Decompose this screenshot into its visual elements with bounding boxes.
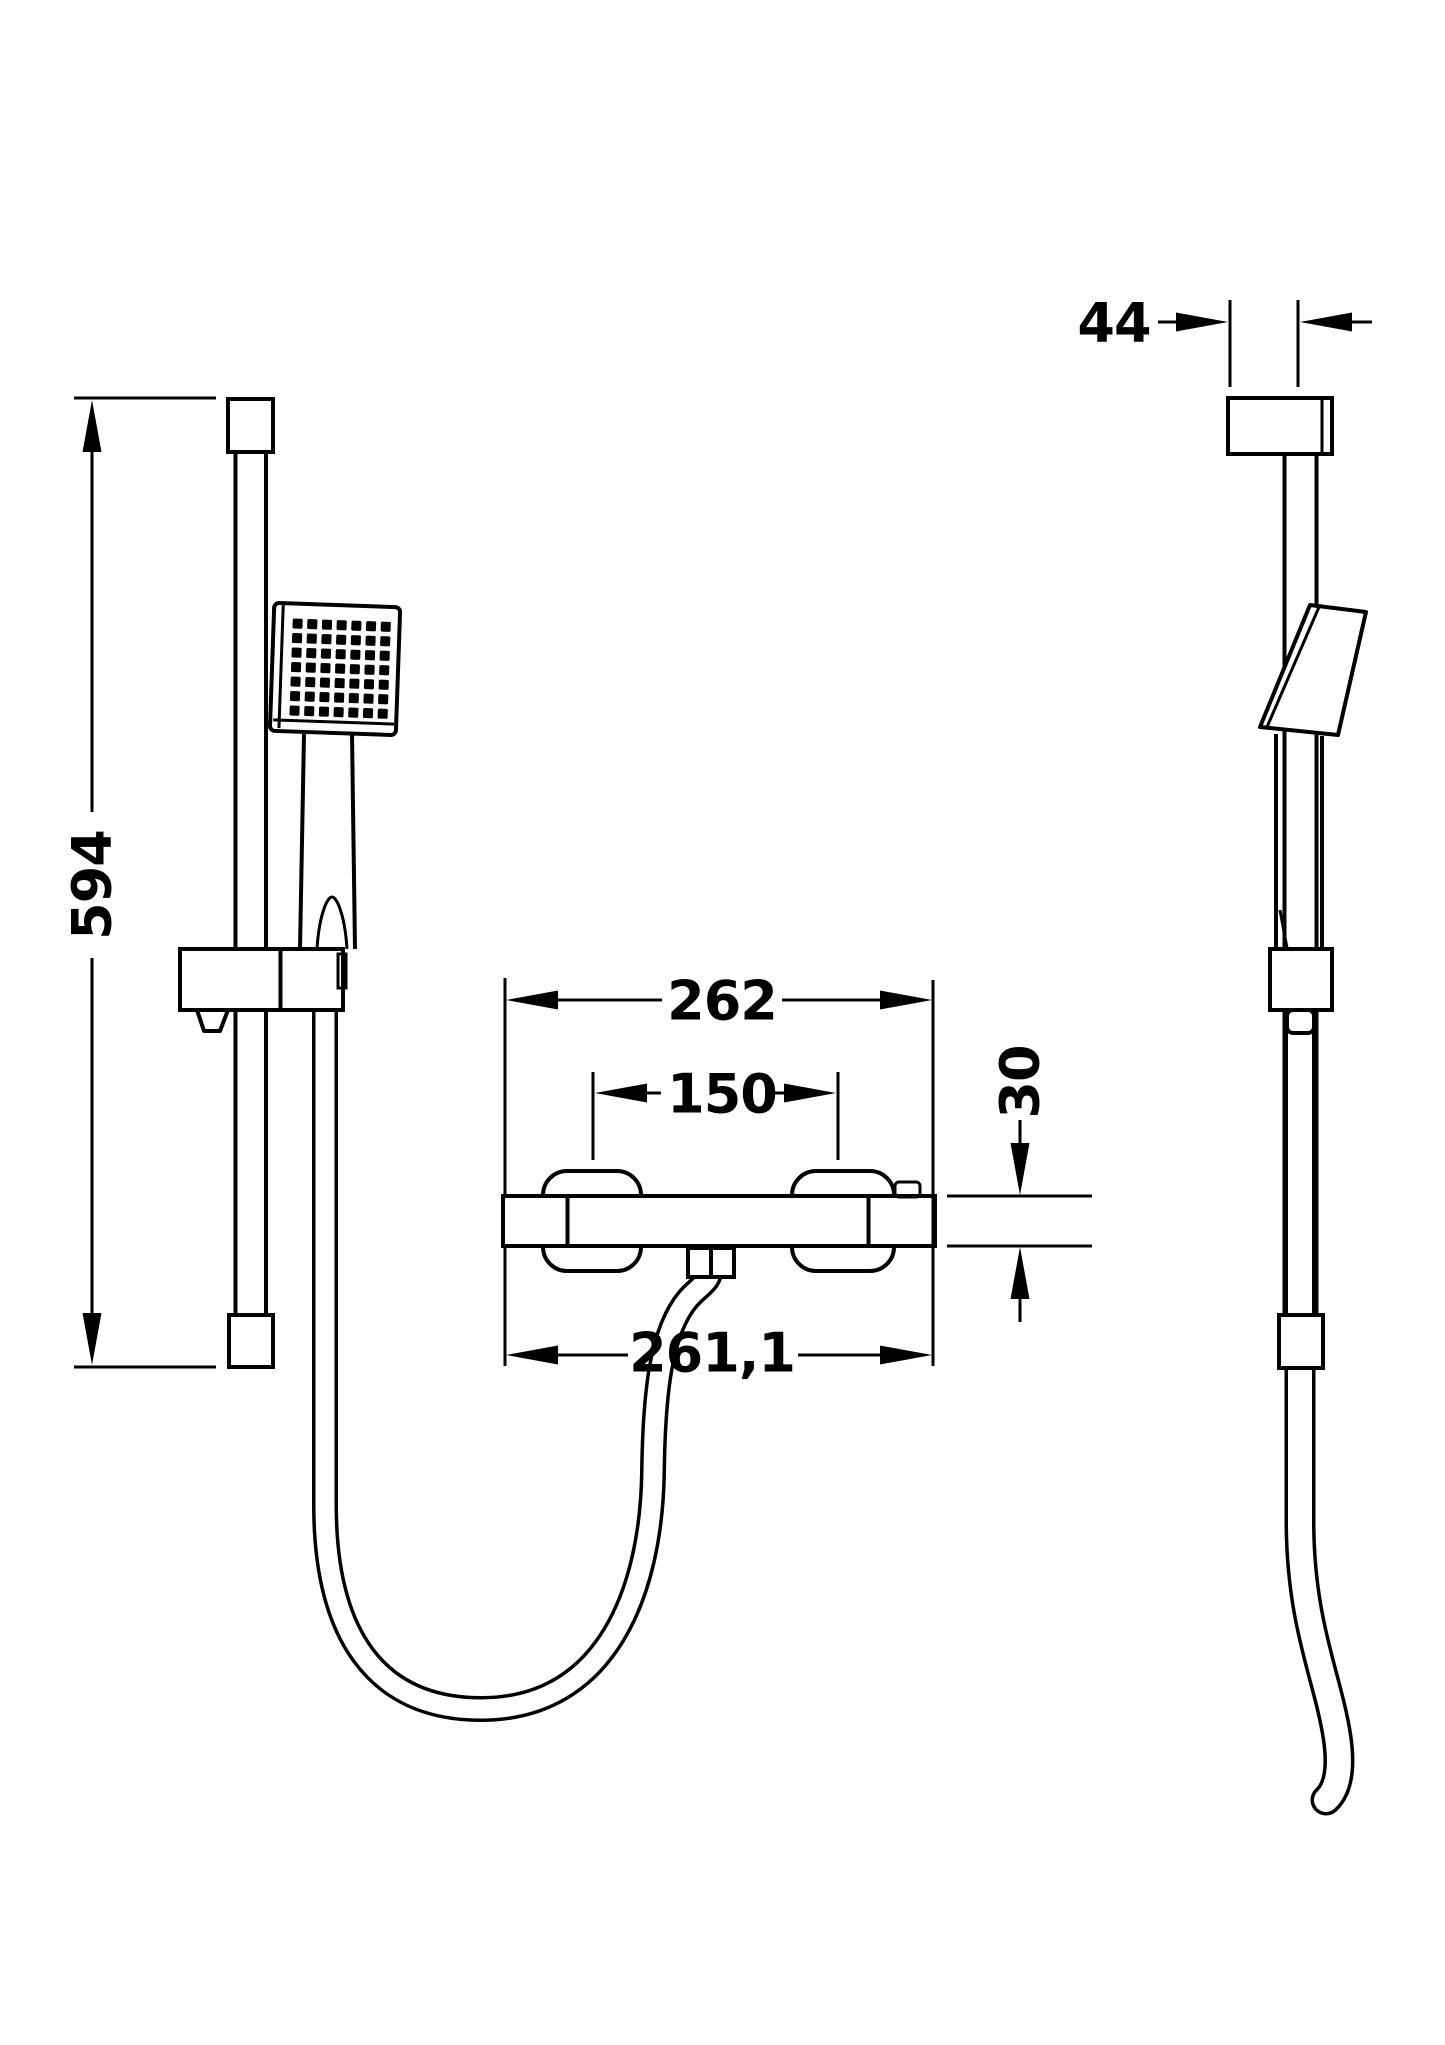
- arrowhead-down: [82, 1313, 102, 1365]
- nozzle: [378, 679, 389, 690]
- slider-bracket: [178, 947, 348, 1033]
- valve-body-bar: [501, 1194, 937, 1248]
- side-top-cap: [1226, 396, 1334, 456]
- nozzle: [365, 635, 376, 646]
- nozzle: [379, 665, 390, 676]
- shower-hose-front: [312, 972, 724, 1723]
- nozzle: [379, 650, 390, 661]
- handset-handle: [298, 733, 357, 950]
- nozzle: [292, 618, 303, 629]
- valve-button: [893, 1180, 922, 1199]
- nozzle: [349, 678, 360, 689]
- nozzle: [363, 679, 375, 690]
- dim-label-150: 150: [667, 1063, 777, 1126]
- nozzle: [321, 619, 333, 630]
- dimension-overall-width: 262: [503, 970, 935, 1366]
- dim-label-30: 30: [989, 1045, 1052, 1118]
- nozzle: [348, 707, 359, 718]
- dim-label-594: 594: [61, 830, 124, 940]
- nozzle: [335, 649, 346, 660]
- side-view: 44: [1077, 292, 1372, 1816]
- head-side-edge: [277, 605, 285, 729]
- nozzle: [289, 705, 300, 716]
- rail-bottom-cap: [227, 1313, 275, 1369]
- nozzle: [350, 649, 361, 660]
- dim-label-261-1: 261,1: [629, 1322, 795, 1385]
- nozzle: [349, 664, 360, 675]
- dimension-lower-width: 261,1: [506, 1322, 932, 1385]
- nozzle: [290, 662, 302, 673]
- side-bottom-cap: [1277, 1313, 1325, 1370]
- side-bracket: [1268, 947, 1334, 1035]
- dimension-body-height: 30: [947, 1045, 1092, 1322]
- nozzle: [380, 621, 391, 632]
- nozzle: [305, 662, 316, 673]
- slider-rail: [226, 397, 275, 1316]
- nozzle: [289, 691, 301, 702]
- front-view: 594: [61, 396, 1092, 1723]
- nozzle: [304, 691, 315, 702]
- nozzle: [319, 692, 330, 703]
- dimension-rail-height: 594: [61, 396, 216, 1369]
- nozzle: [348, 693, 359, 704]
- dimension-inlet-centres: 150: [591, 1063, 840, 1160]
- nozzle: [365, 621, 377, 632]
- nozzle: [318, 706, 330, 717]
- nozzle: [304, 706, 315, 717]
- nozzle: [363, 693, 374, 704]
- side-handset-handle: [1274, 734, 1324, 949]
- nozzle: [378, 694, 389, 705]
- nozzle: [335, 663, 346, 674]
- nozzle: [320, 663, 331, 674]
- dimension-depth: 44: [1077, 292, 1372, 387]
- nozzle: [320, 648, 332, 659]
- arrowhead-up: [82, 400, 102, 452]
- nozzle: [306, 648, 317, 659]
- side-bracket-lever: [1285, 1008, 1316, 1035]
- nozzle: [377, 708, 388, 719]
- dim-label-262: 262: [667, 970, 777, 1033]
- nozzle-grid: [289, 618, 391, 719]
- nozzle: [319, 677, 331, 688]
- nozzle: [334, 678, 345, 689]
- handset-head: [268, 601, 403, 737]
- spout-tip: [315, 895, 349, 950]
- rail-top-cap: [226, 397, 275, 454]
- bracket-body: [178, 947, 345, 1012]
- bracket-clip: [336, 952, 348, 990]
- nozzle: [364, 650, 376, 661]
- nozzle: [336, 620, 347, 631]
- dim-label-44: 44: [1077, 292, 1150, 355]
- nozzle: [336, 634, 347, 645]
- nozzle: [362, 708, 374, 719]
- side-rail-caps: [1226, 396, 1334, 1370]
- thermostatic-valve: [501, 1169, 937, 1279]
- nozzle: [290, 676, 301, 687]
- nozzle: [333, 707, 344, 718]
- nozzle: [291, 647, 302, 658]
- bracket-lever: [195, 1008, 230, 1033]
- shower-hose-side: [1284, 1002, 1355, 1816]
- nozzle: [351, 620, 362, 631]
- nozzle: [321, 634, 332, 645]
- nozzle: [307, 619, 318, 630]
- nozzle: [334, 692, 345, 703]
- nozzle: [306, 633, 317, 644]
- nozzle: [305, 677, 316, 688]
- nozzle: [364, 664, 375, 675]
- side-bracket-body: [1268, 947, 1334, 1012]
- nozzle: [350, 635, 361, 646]
- nozzle: [380, 636, 391, 647]
- nozzle: [291, 633, 303, 644]
- head-bottom-edge: [273, 718, 395, 726]
- side-handset-head: [1258, 603, 1368, 737]
